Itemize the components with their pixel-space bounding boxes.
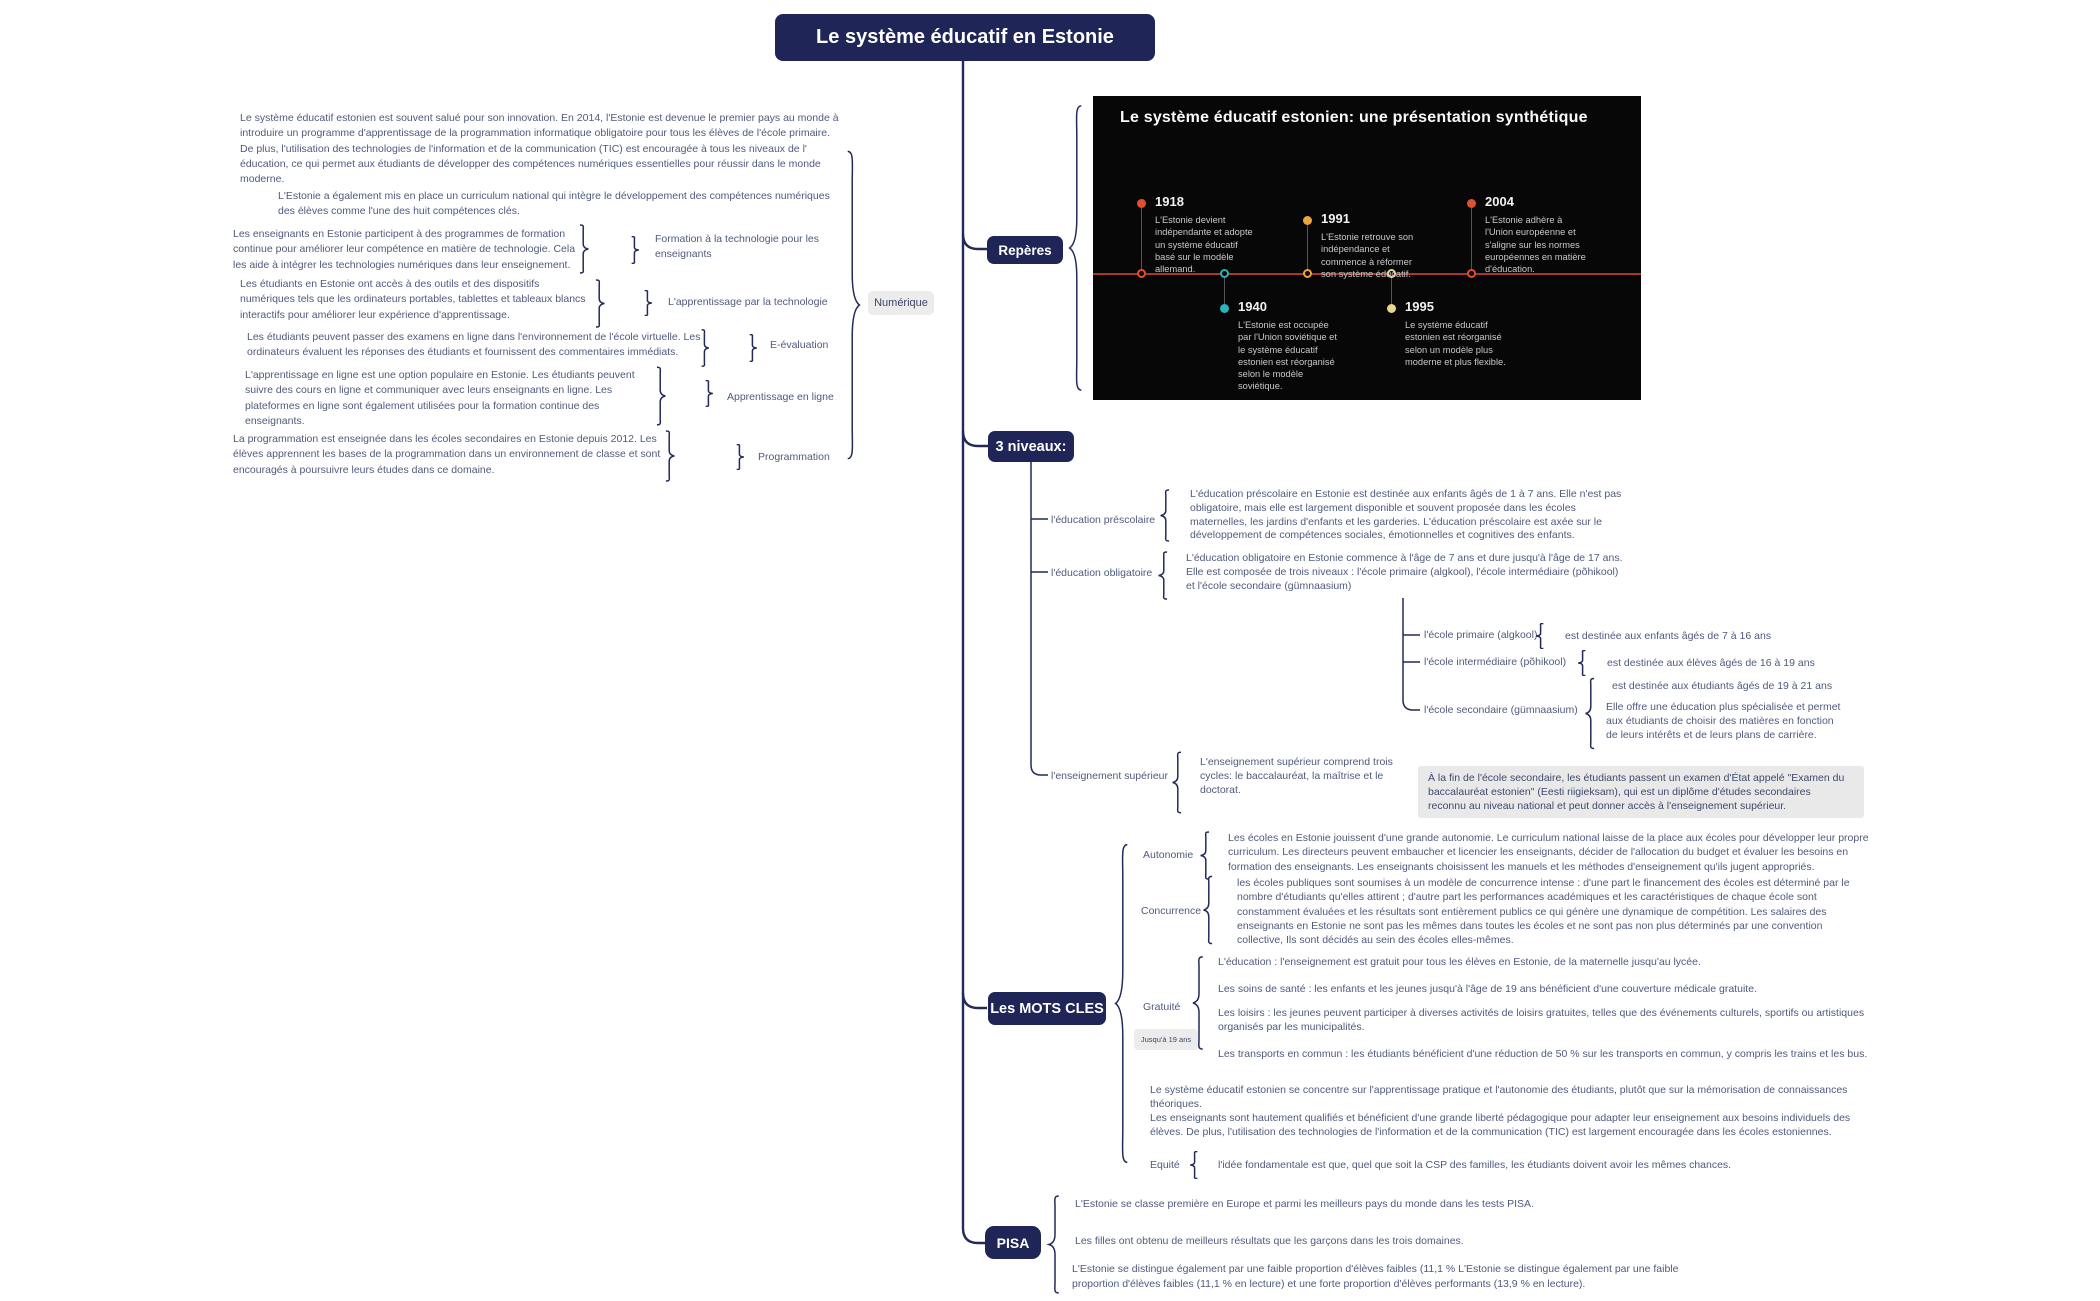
event-dot-2004 xyxy=(1467,199,1476,208)
brace xyxy=(704,380,715,407)
event-dot-1940 xyxy=(1220,304,1229,313)
timeline-ring-1995 xyxy=(1387,269,1396,278)
brace xyxy=(735,444,746,470)
paragraph-programmation: La programmation est enseignée dans les … xyxy=(233,433,661,476)
text-ecole-secondaire-2: Elle offre une éducation plus spécialisé… xyxy=(1606,701,1841,741)
label-gratuite: Gratuité xyxy=(1143,1001,1181,1013)
text-autonomie: Les écoles en Estonie jouissent d'une gr… xyxy=(1228,832,1869,873)
text-ecole-secondaire-1: est destinée aux étudiants âgés de 19 à … xyxy=(1612,680,1833,692)
paragraph-apprentissage-technologie: Les étudiants en Estonie ont accès à des… xyxy=(240,278,586,321)
text-equite: l'idée fondamentale est que, quel que so… xyxy=(1218,1159,1732,1171)
brace xyxy=(1170,751,1183,814)
text-education-prescolaire: L'éducation préscolaire en Estonie est d… xyxy=(1190,488,1622,542)
node-pisa[interactable]: PISA xyxy=(985,1226,1041,1259)
brace xyxy=(1198,831,1211,880)
timeline-axis xyxy=(1093,273,1641,275)
timeline-ring-2004 xyxy=(1467,269,1476,278)
badge-jusqua-19-ans[interactable]: Jusqu'à 19 ans xyxy=(1134,1029,1198,1050)
event-year-2004: 2004 xyxy=(1485,194,1514,209)
text-enseignement-superieur: L'enseignement supérieur comprend trois … xyxy=(1200,756,1393,796)
brace xyxy=(1112,838,1130,1169)
node-reperes[interactable]: Repères xyxy=(987,236,1063,264)
brace xyxy=(578,224,591,274)
event-text-2004: L'Estonie adhère à l'Union européenne et… xyxy=(1485,215,1586,275)
event-text-1918: L'Estonie devient indépendante et adopte… xyxy=(1155,215,1253,275)
timeline-title: Le système éducatif estonien: une présen… xyxy=(1120,109,1588,126)
label-e-evaluation: E-évaluation xyxy=(770,339,829,351)
text-gratuite-transports: Les transports en commun : les étudiants… xyxy=(1218,1048,1868,1060)
paragraph-e-evaluation: Les étudiants peuvent passer des examens… xyxy=(247,331,701,359)
brace xyxy=(845,145,863,465)
text-pisa-proportions: L'Estonie se distingue également par une… xyxy=(1072,1263,1679,1290)
timeline-stem xyxy=(1391,275,1392,308)
event-year-1995: 1995 xyxy=(1405,299,1434,314)
brace xyxy=(594,279,607,328)
brace xyxy=(1066,100,1084,396)
event-year-1940: 1940 xyxy=(1238,299,1267,314)
text-pisa-classement: L'Estonie se classe première en Europe e… xyxy=(1075,1198,1534,1210)
label-ecole-intermediaire: l'école intermédiaire (põhikool) xyxy=(1424,656,1567,668)
brace xyxy=(643,290,654,316)
brace xyxy=(1583,677,1596,750)
label-education-obligatoire: l'éducation obligatoire xyxy=(1051,567,1153,579)
brace xyxy=(630,236,641,264)
text-ecole-primaire: est destinée aux enfants âgés de 7 à 16 … xyxy=(1565,630,1772,642)
paragraph-intro-1: Le système éducatif estonien est souvent… xyxy=(240,112,839,186)
group-label-numerique[interactable]: Numérique xyxy=(868,291,934,315)
brace xyxy=(664,430,677,482)
event-text-1991: L'Estonie retrouve son indépendance et c… xyxy=(1321,232,1414,279)
paragraph-intro-2: L'Estonie a également mis en place un cu… xyxy=(278,190,830,218)
timeline-stem xyxy=(1471,208,1472,273)
paragraph-pedagogie-1: Le système éducatif estonien se concentr… xyxy=(1150,1084,1848,1110)
brace xyxy=(1158,489,1171,542)
label-education-prescolaire: l'éducation préscolaire xyxy=(1051,514,1156,526)
brace xyxy=(1576,650,1587,676)
brace xyxy=(700,329,711,367)
event-year-1918: 1918 xyxy=(1155,194,1184,209)
brace xyxy=(1156,551,1169,600)
text-pisa-filles: Les filles ont obtenu de meilleurs résul… xyxy=(1075,1235,1464,1247)
text-concurrence: les écoles publiques sont soumises à un … xyxy=(1237,877,1850,947)
timeline-board: Le système éducatif estonien: une présen… xyxy=(1093,96,1641,400)
label-ecole-secondaire: l'école secondaire (gümnaasium) xyxy=(1424,704,1578,716)
brace xyxy=(1201,875,1214,945)
event-year-1991: 1991 xyxy=(1321,211,1350,226)
event-dot-1918 xyxy=(1137,199,1146,208)
text-gratuite-loisirs: Les loisirs : les jeunes peuvent partici… xyxy=(1218,1007,1865,1033)
node-3-niveaux[interactable]: 3 niveaux: xyxy=(988,431,1074,462)
root-node-title[interactable]: Le système éducatif en Estonie xyxy=(775,14,1155,61)
node-mots-cles[interactable]: Les MOTS CLES xyxy=(988,992,1106,1025)
label-equite: Equité xyxy=(1150,1159,1180,1171)
label-autonomie: Autonomie xyxy=(1143,849,1194,861)
label-programmation: Programmation xyxy=(758,451,830,463)
brace xyxy=(748,334,759,362)
label-apprentissage-technologie: L'apprentissage par la technologie xyxy=(668,296,828,308)
paragraph-formation: Les enseignants en Estonie participent à… xyxy=(233,228,576,271)
event-text-1995: Le système éducatif estonien est réorgan… xyxy=(1405,320,1506,367)
brace xyxy=(1188,1151,1199,1179)
event-dot-1991 xyxy=(1303,216,1312,225)
timeline-stem xyxy=(1307,225,1308,273)
text-education-obligatoire: L'éducation obligatoire en Estonie comme… xyxy=(1186,552,1623,592)
brace xyxy=(655,366,668,426)
timeline-stem xyxy=(1224,275,1225,308)
text-gratuite-education: L'éducation : l'enseignement est gratuit… xyxy=(1218,956,1701,968)
event-text-1940: L'Estonie est occupée par l'Union soviét… xyxy=(1238,320,1337,392)
text-ecole-intermediaire: est destinée aux élèves âgés de 16 à 19 … xyxy=(1607,657,1815,669)
label-formation: Formation à la technologie pour les ense… xyxy=(655,233,820,261)
label-ecole-primaire: l'école primaire (algkool) xyxy=(1424,629,1538,641)
label-enseignement-superieur: l'enseignement supérieur xyxy=(1051,770,1168,782)
paragraph-pedagogie-2: Les enseignants sont hautement qualifiés… xyxy=(1150,1112,1851,1138)
note-examen-etat: À la fin de l'école secondaire, les étud… xyxy=(1418,766,1864,818)
label-apprentissage-ligne: Apprentissage en ligne xyxy=(727,391,834,403)
timeline-ring-1918 xyxy=(1137,269,1146,278)
timeline-stem xyxy=(1141,208,1142,273)
paragraph-apprentissage-ligne: L'apprentissage en ligne est une option … xyxy=(245,369,635,427)
label-concurrence: Concurrence xyxy=(1141,905,1202,917)
timeline-ring-1991 xyxy=(1303,269,1312,278)
timeline-ring-1940 xyxy=(1220,269,1229,278)
text-gratuite-sante: Les soins de santé : les enfants et les … xyxy=(1218,983,1757,995)
event-dot-1995 xyxy=(1387,304,1396,313)
brace xyxy=(1046,1194,1061,1295)
